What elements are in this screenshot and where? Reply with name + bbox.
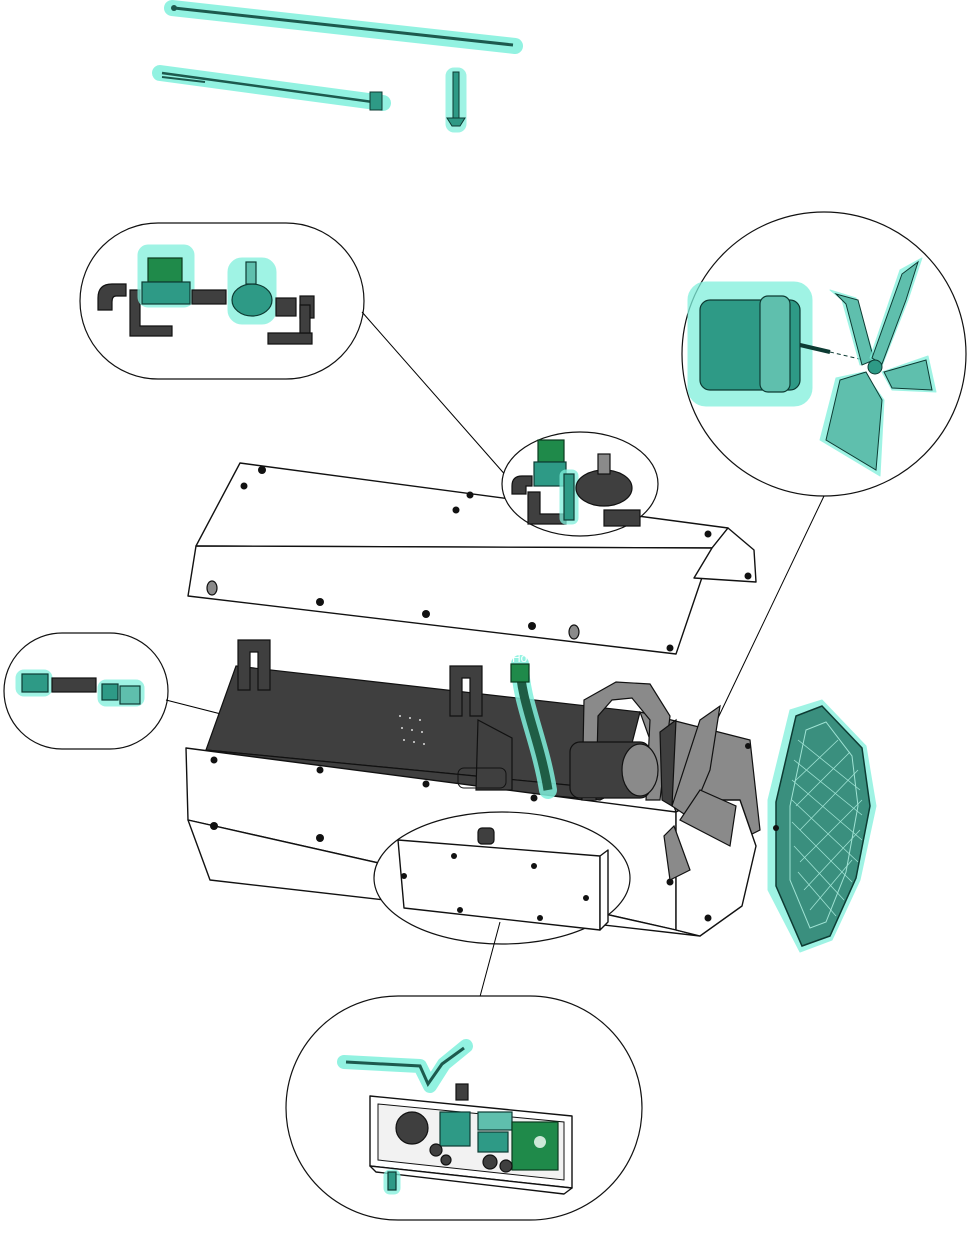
igniter-electrode-part [445, 67, 467, 133]
control-box-detail-bubble [285, 995, 643, 1221]
gas-hose: Ho [510, 651, 557, 799]
motor-mount-bracket [457, 681, 737, 881]
motor-fan-detail-bubble [681, 211, 967, 497]
gas-valve-detail-bubble [79, 222, 365, 380]
leader-line-control [477, 921, 501, 1005]
fan-guard [767, 699, 877, 953]
leader-line-motor [717, 495, 825, 719]
valve-in-situ-bubble [501, 431, 659, 537]
control-box-cover [373, 811, 631, 945]
hose-label: Ho [512, 651, 528, 665]
upper-housing-shell [187, 462, 757, 655]
leader-line-valve [361, 311, 509, 479]
long-rod-part [164, 0, 523, 54]
thermocouple-part [152, 65, 391, 111]
burner-detail-bubble [3, 632, 169, 750]
